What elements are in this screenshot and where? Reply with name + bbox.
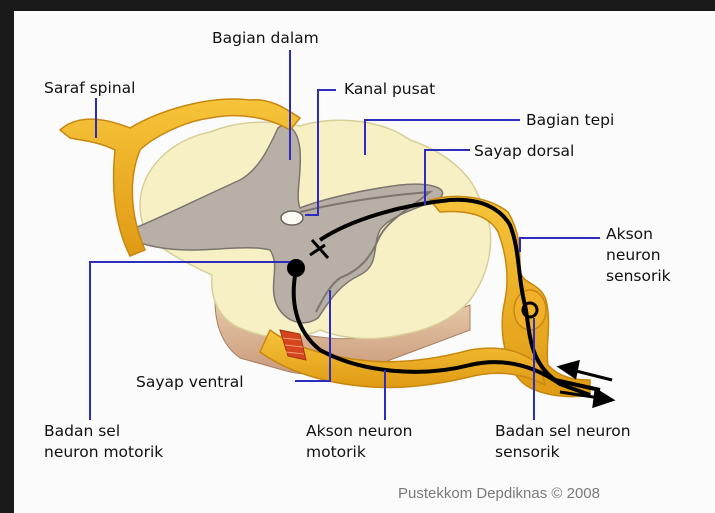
label-sayap-ventral: Sayap ventral (136, 372, 244, 392)
label-akson-motorik-1: Akson neuron (306, 421, 412, 441)
label-saraf-spinal: Saraf spinal (44, 78, 135, 98)
label-badan-sel-sensorik-1: Badan sel neuron (495, 421, 631, 441)
label-badan-sel-sensorik-2: sensorik (495, 442, 560, 462)
label-badan-sel-motorik-1: Badan sel (44, 421, 120, 441)
label-sayap-dorsal: Sayap dorsal (474, 141, 574, 161)
credit-text: Pustekkom Depdiknas © 2008 (398, 485, 600, 502)
label-akson-sensorik-3: sensorik (606, 266, 671, 286)
central-canal (281, 211, 303, 225)
dorsal-root-ganglion (514, 290, 546, 330)
label-akson-sensorik-1: Akson (606, 224, 653, 244)
label-akson-motorik-2: motorik (306, 442, 366, 462)
label-bagian-dalam: Bagian dalam (212, 28, 319, 48)
label-bagian-tepi: Bagian tepi (526, 110, 614, 130)
label-akson-sensorik-2: neuron (606, 245, 661, 265)
label-badan-sel-motorik-2: neuron motorik (44, 442, 163, 462)
label-kanal-pusat: Kanal pusat (344, 79, 435, 99)
